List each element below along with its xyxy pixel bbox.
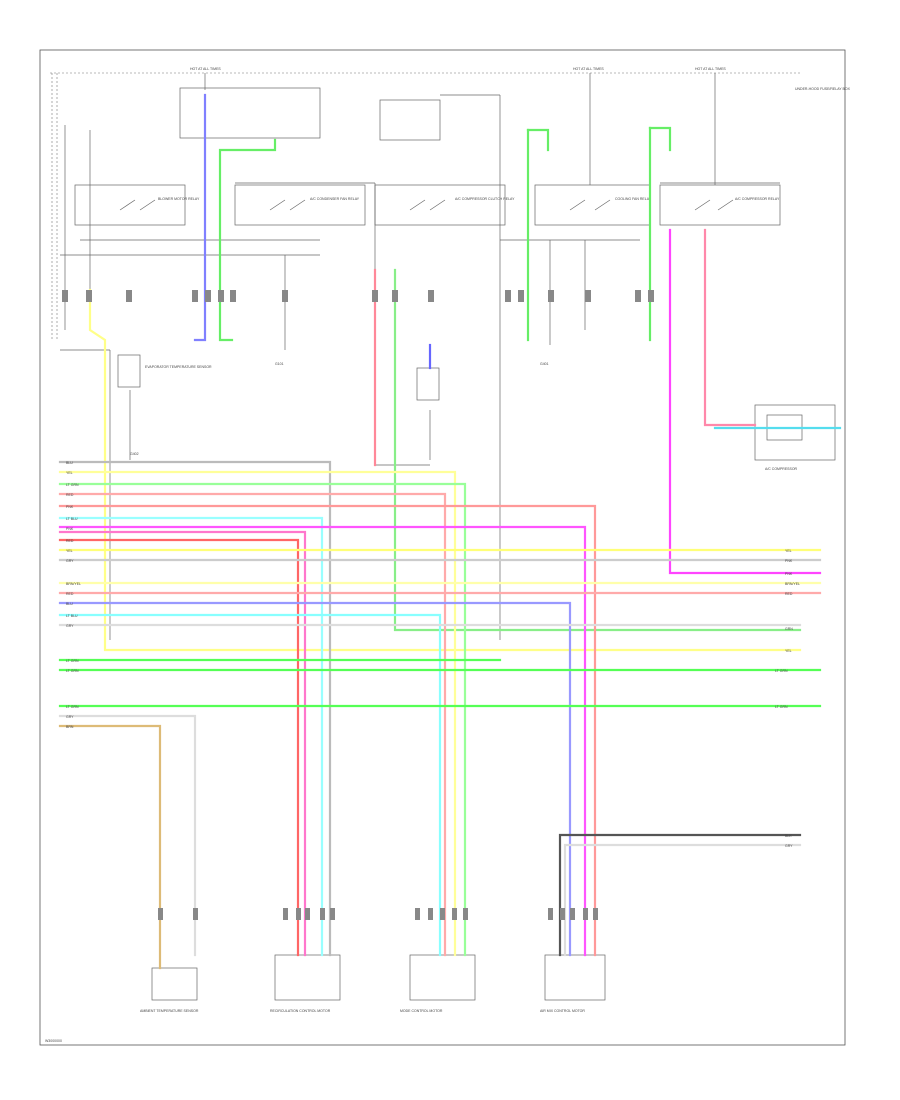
bottom-label-3: MODE CONTROL MOTOR (400, 1009, 443, 1013)
wire-red-9 (58, 538, 300, 957)
ground-label-1: G101 (275, 362, 284, 366)
wire-label-l8: RED (66, 539, 74, 543)
right-note-label: UNDER-HOOD FUSE/RELAY BOX (795, 87, 851, 91)
fuse-box-label-3: HOT AT ALL TIMES (695, 67, 726, 71)
relay-label-5: A/C COMPRESSOR RELAY (735, 197, 780, 201)
wire-green-top (218, 138, 277, 342)
ground-label-3: G402 (130, 452, 139, 456)
wire-brown-21 (58, 724, 162, 970)
wire-label-l4: RED (66, 493, 74, 497)
relay-box-1 (74, 184, 186, 226)
wire-label-l5: PNK (66, 505, 74, 509)
relay-label-1: BLOWER MOTOR RELAY (158, 197, 200, 201)
wire-label-r8: LT GRN (775, 669, 788, 673)
wire-gray-20 (58, 714, 197, 957)
fuse-box-label-1: HOT AT ALL TIMES (190, 67, 221, 71)
diagram-frame (39, 49, 846, 1046)
colored-wires (58, 93, 842, 970)
wire-green-right1 (526, 128, 550, 152)
wire-gray-right (563, 843, 802, 957)
wire-label-r10: BLK (785, 834, 792, 838)
wire-label-l20: BRN (66, 725, 74, 729)
bottom-label-2: RECIRCULATION CONTROL MOTOR (270, 1009, 331, 1013)
wire-pink-compressor (703, 228, 757, 427)
wire-magenta-right (668, 228, 822, 575)
wire-label-r3: PNK (785, 572, 793, 576)
wire-label-l10: GRY (66, 559, 74, 563)
wire-label-r11: GRY (785, 844, 793, 848)
bottom-connector-2 (274, 954, 341, 1001)
wire-label-r1: YEL (785, 549, 792, 553)
right-wire-labels: YEL PNK PNK BRN/YEL RED GRN YEL LT GRN L… (775, 549, 800, 848)
sensor-left-box (117, 354, 141, 388)
wire-pink-8 (58, 530, 307, 957)
wire-label-l15: GRY (66, 624, 74, 628)
wire-label-l6: LT BLU (66, 517, 78, 521)
wire-cyan-6 (58, 516, 324, 957)
wire-label-l7: PNK (66, 527, 74, 531)
wire-label-r4: BRN/YEL (785, 582, 800, 586)
wire-gray-1 (58, 460, 332, 957)
wire-label-r7: YEL (785, 649, 792, 653)
wire-label-r6: GRN (785, 627, 793, 631)
bottom-connector-3 (409, 954, 476, 1001)
wire-blue-14 (58, 601, 572, 957)
relay-label-3: A/C COMPRESSOR CLUTCH RELAY (455, 197, 515, 201)
wire-label-l14: LT BLU (66, 614, 78, 618)
sensor-left-label: EVAPORATOR TEMPERATURE SENSOR (145, 365, 212, 369)
top-control-box (179, 87, 321, 139)
wire-label-l11: BRN/YEL (66, 582, 81, 586)
relay-label-2: A/C CONDENSER FAN RELAY (310, 197, 360, 201)
relay-box-4 (534, 184, 651, 226)
wire-cyan-15 (58, 613, 442, 957)
center-sensor-box (416, 367, 440, 401)
relay-box-3 (374, 184, 506, 226)
wire-yellow-left (88, 288, 802, 652)
relay-switches (119, 199, 734, 211)
wire-ltgreen-3 (58, 482, 467, 957)
bottom-label-1: AMBIENT TEMPERATURE SENSOR (140, 1009, 199, 1013)
left-wire-labels: BLU YEL LT GRN RED PNK LT BLU PNK RED YE… (66, 461, 81, 729)
wire-red-5 (58, 504, 597, 957)
wire-label-l1: BLU (66, 461, 73, 465)
bottom-label-4: AIR MIX CONTROL MOTOR (540, 1009, 585, 1013)
wire-label-l19: GRY (66, 715, 74, 719)
wire-yellow-2 (58, 470, 457, 957)
ground-label-2: G401 (540, 362, 549, 366)
wire-pink-4 (58, 492, 447, 957)
relay-box-5 (659, 184, 781, 226)
wire-label-r5: RED (785, 592, 793, 596)
connector-pins (62, 290, 654, 920)
wire-label-l18: LT GRN (66, 705, 79, 709)
relay-box-2 (234, 184, 366, 226)
wire-label-r2: PNK (785, 559, 793, 563)
wire-label-l17: LT GRN (66, 669, 79, 673)
bottom-connector-4 (544, 954, 606, 1001)
wire-magenta-7 (58, 525, 587, 957)
top-small-box (379, 99, 441, 141)
wire-label-l12: RED (66, 592, 74, 596)
fuse-box-label-2: HOT AT ALL TIMES (573, 67, 604, 71)
wire-blue-top (193, 93, 207, 342)
bottom-connector-1 (151, 967, 198, 1001)
wire-label-l16: LT GRN (66, 659, 79, 663)
relay-bus-lines (60, 73, 780, 640)
relay-label-4: COOLING FAN RELAY (615, 197, 652, 201)
compressor-label: A/C COMPRESSOR (765, 467, 798, 471)
wire-label-l9: YEL (66, 549, 73, 553)
wire-label-l2: YEL (66, 471, 73, 475)
wire-green-center (393, 268, 802, 632)
wire-label-r9: LT GRN (775, 705, 788, 709)
wire-green-right3 (648, 126, 672, 152)
wire-label-l3: LT GRN (66, 483, 79, 487)
footer-code: W3000000 (45, 1039, 62, 1043)
wire-label-l13: BLU (66, 602, 73, 606)
